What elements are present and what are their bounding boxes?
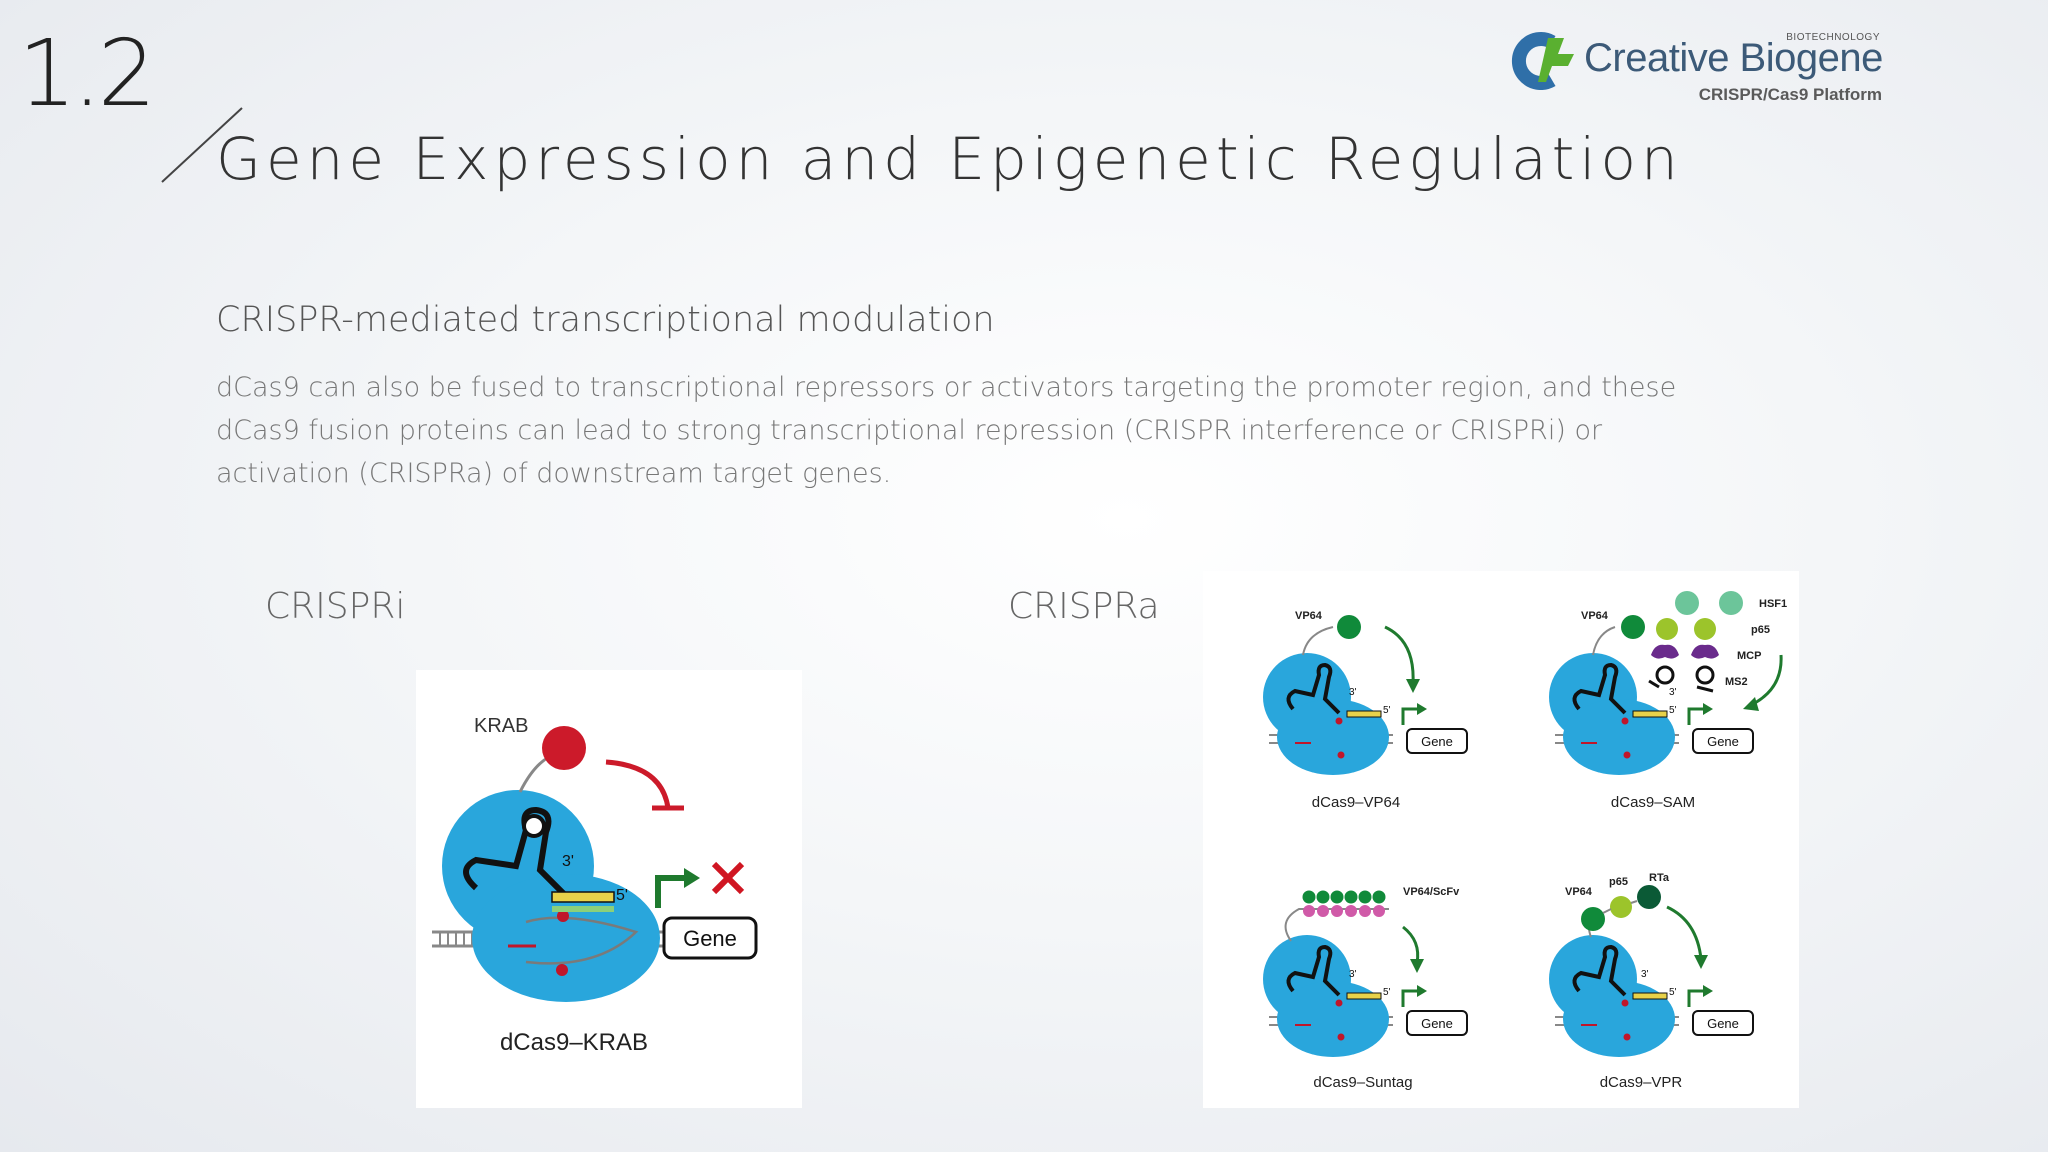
- krab-caption: dCas9–KRAB: [500, 1029, 648, 1056]
- gene-box: [662, 916, 758, 960]
- crispri-diagram-panel: 3' 5' KRAB Gene dCas9–KRAB: [416, 670, 802, 1108]
- vpr-three-prime: 3': [1641, 969, 1649, 980]
- dcas9-krab-diagram: 3' 5' KRAB Gene dCas9–KRAB: [432, 715, 758, 1056]
- logo-mark-icon: [1511, 32, 1574, 90]
- dcas9-vp64-diagram: 3' 5' VP64 Gene dCas9–VP64: [1263, 610, 1468, 811]
- sam-five-prime: 5': [1669, 705, 1677, 716]
- logo-name: Creative Biogene: [1584, 36, 1883, 80]
- krab-domain: [542, 726, 586, 770]
- sam-ms2-label: MS2: [1725, 676, 1748, 688]
- sam-caption: dCas9–SAM: [1611, 794, 1695, 811]
- sam-hsf1-label: HSF1: [1759, 598, 1787, 610]
- vpr-rta-label: RTa: [1649, 872, 1670, 884]
- dcas9-vpr-diagram: 3' 5' VP64 p65 RTa Gene dCas9–VPR: [1549, 872, 1754, 1091]
- transcription-start-arrow: [655, 875, 686, 908]
- vpr-caption: dCas9–VPR: [1600, 1074, 1683, 1091]
- crispra-diagram-panel: 3' 5' VP64 Gene dCas9–VP64 3' 5': [1203, 571, 1799, 1108]
- crispra-label: CRISPRa: [1008, 586, 1160, 627]
- sam-p65-label: p65: [1751, 624, 1770, 636]
- krab-label: KRAB: [474, 715, 528, 737]
- suntag-five-prime: 5': [1383, 987, 1391, 998]
- vpr-five-prime: 5': [1669, 987, 1677, 998]
- vp64-caption: dCas9–VP64: [1312, 794, 1400, 811]
- title-slash-decoration: [161, 107, 243, 183]
- sam-vp64-label: VP64: [1581, 610, 1609, 622]
- vpr-p65-label: p65: [1609, 876, 1628, 888]
- five-prime-label: 5': [616, 887, 628, 904]
- crispra-diagrams: 3' 5' VP64 Gene dCas9–VP64 3' 5': [1263, 591, 1787, 1091]
- gene-label: Gene: [683, 926, 737, 951]
- dcas9-suntag-diagram: 3' 5' VP64/ScFv Gene dCas9–Suntag: [1263, 886, 1468, 1091]
- vp64-three-prime: 3': [1349, 687, 1357, 698]
- vpr-gene-label: Gene: [1707, 1016, 1739, 1031]
- vp64-label: VP64: [1295, 610, 1323, 622]
- page-title: Gene Expression and Epigenetic Regulatio…: [216, 125, 1683, 193]
- suntag-three-prime: 3': [1349, 969, 1357, 980]
- vpr-vp64-label: VP64: [1565, 886, 1593, 898]
- logo-tagline: BIOTECHNOLOGY: [1786, 32, 1880, 43]
- vp64-gene-label: Gene: [1421, 734, 1453, 749]
- logo-subtitle: CRISPR/Cas9 Platform: [1698, 85, 1882, 104]
- sam-three-prime: 3': [1669, 687, 1677, 698]
- section-subheading: CRISPR-mediated transcriptional modulati…: [216, 300, 995, 340]
- sam-gene-label: Gene: [1707, 734, 1739, 749]
- vp64-five-prime: 5': [1383, 705, 1391, 716]
- suntag-caption: dCas9–Suntag: [1313, 1074, 1412, 1091]
- section-body-text: dCas9 can also be fused to transcription…: [216, 372, 1677, 489]
- guide-rna: [463, 806, 615, 912]
- sam-mcp-label: MCP: [1737, 650, 1761, 662]
- blocked-x-icon: [711, 861, 745, 895]
- suntag-gene-label: Gene: [1421, 1016, 1453, 1031]
- dcas9-sam-diagram: 3' 5' VP64 HSF1 p65 MCP MS2 Gene: [1549, 591, 1787, 811]
- three-prime-label: 3': [562, 853, 574, 870]
- company-logo: BIOTECHNOLOGY Creative Biogene CRISPR/Ca…: [1508, 30, 1886, 106]
- crispri-label: CRISPRi: [265, 586, 406, 627]
- section-number: 1.2: [18, 20, 156, 127]
- suntag-effector-label: VP64/ScFv: [1403, 886, 1460, 898]
- repression-arrow: [605, 759, 671, 809]
